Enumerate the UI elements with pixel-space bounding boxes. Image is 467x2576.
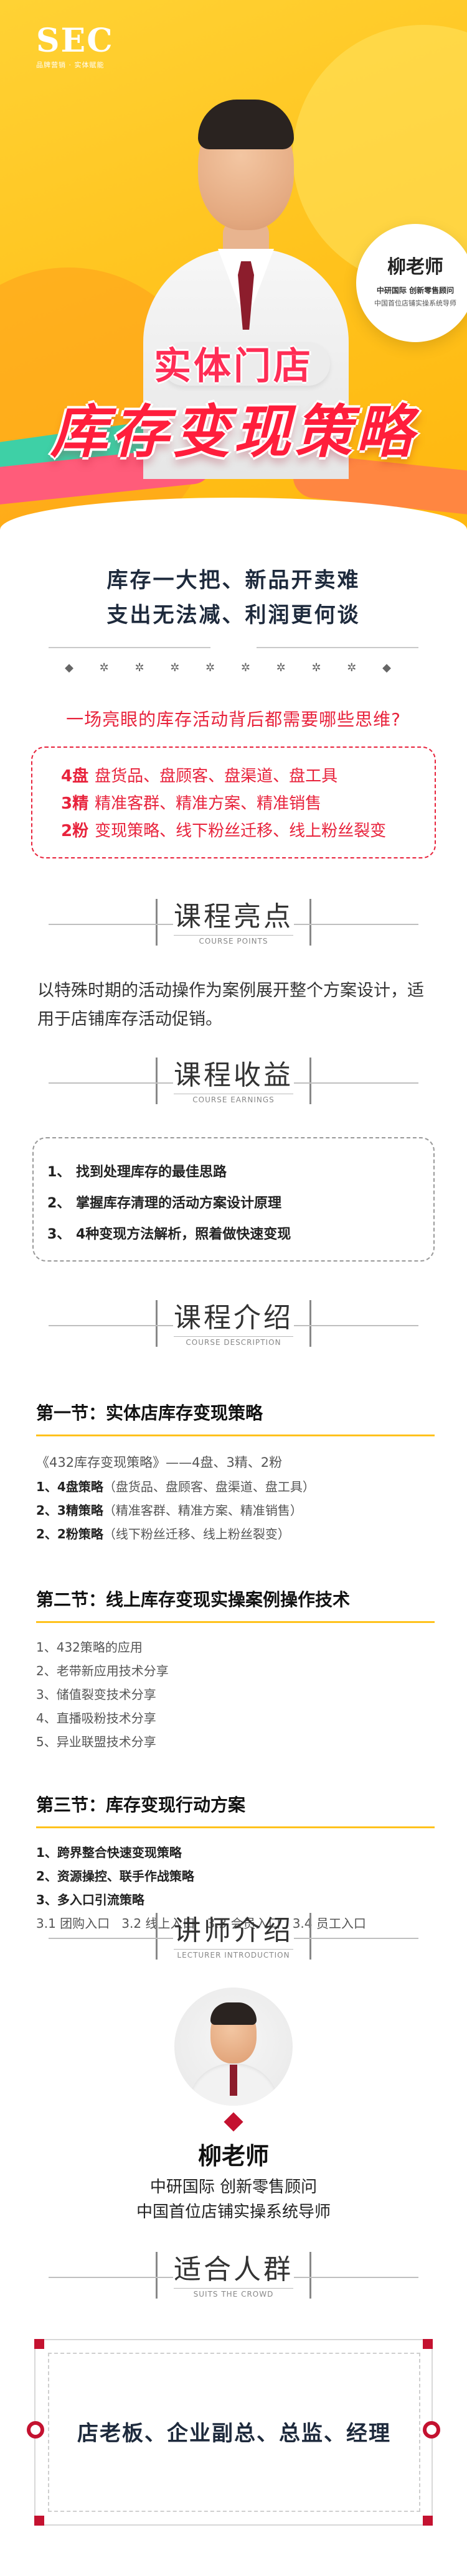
pillar-text: 精准客群、精准方案、精准销售 xyxy=(95,794,322,813)
section-subtitle: COURSE POINTS xyxy=(174,935,293,946)
course-section-1: 第一节：实体店库存变现策略 《432库存变现策略》——4盘、3精、2粉 1、4盘… xyxy=(36,1400,435,1546)
course-item: 2、2粉策略（线下粉丝迁移、线上粉丝裂变） xyxy=(36,1527,290,1541)
logo-tagline: 品牌营销 · 实体赋能 xyxy=(36,61,105,69)
question-text: 一场亮眼的库存活动背后都需要哪些思维? xyxy=(66,709,401,730)
section-subtitle: COURSE DESCRIPTION xyxy=(174,1336,293,1347)
teacher-badge: 柳老师 中研国际 创新零售顾问 中国首位店铺实操系统导师 xyxy=(356,224,467,342)
course-subtitle: 《432库存变现策略》——4盘、3精、2粉 xyxy=(36,1455,283,1470)
section-title: 课程收益 xyxy=(174,1059,293,1091)
divider xyxy=(257,647,418,648)
section-header-highlights: 课程亮点 COURSE POINTS xyxy=(0,899,467,946)
section-title: 适合人群 xyxy=(174,2254,293,2285)
course-item: 1、跨界整合快速变现策略 xyxy=(36,1845,182,1860)
section-header-description: 课程介绍 COURSE DESCRIPTION xyxy=(0,1300,467,1347)
section-header-lecturer: 讲师介绍 LECTURER INTRODUCTION xyxy=(0,1913,467,1960)
pillar-key: 4盘 xyxy=(61,767,89,786)
crowd-text: 店老板、企业副总、总监、经理 xyxy=(77,2421,391,2446)
course-item: 5、异业联盟技术分享 xyxy=(36,1734,156,1749)
section-header-crowd: 适合人群 SUITS THE CROWD xyxy=(0,2252,467,2299)
lecturer-title: 中研国际 创新零售顾问 xyxy=(149,2178,318,2197)
course-item: 3、储值裂变技术分享 xyxy=(36,1687,156,1702)
course-title: 第一节：实体店库存变现策略 xyxy=(36,1400,435,1436)
course-title: 第二节：线上库存变现实操案例操作技术 xyxy=(36,1586,435,1623)
course-item: 1、432策略的应用 xyxy=(36,1640,143,1655)
circle-icon xyxy=(27,2421,44,2439)
section-title: 讲师介绍 xyxy=(174,1915,293,1946)
hero-subtitle: 库存变现策略 xyxy=(50,399,417,465)
pillar-key: 2粉 xyxy=(61,822,89,840)
logo-mark: SEC xyxy=(36,22,114,60)
teacher-photo xyxy=(143,81,349,479)
circle-icon xyxy=(423,2421,440,2439)
course-title: 第三节：库存变现行动方案 xyxy=(36,1792,435,1828)
section-header-earnings: 课程收益 COURSE EARNINGS xyxy=(0,1058,467,1105)
pillar-row: 2粉变现策略、线下粉丝迁移、线上粉丝裂变 xyxy=(61,817,435,845)
earning-item: 2、掌握库存清理的活动方案设计原理 xyxy=(47,1196,282,1211)
pillar-row: 4盘盘货品、盘顾客、盘渠道、盘工具 xyxy=(61,763,435,790)
diamond-icon xyxy=(224,2112,243,2132)
section-subtitle: SUITS THE CROWD xyxy=(174,2288,293,2299)
section-title: 课程介绍 xyxy=(174,1302,293,1334)
brand-logo: SEC 品牌营销 · 实体赋能 xyxy=(36,25,114,70)
earning-item: 1、找到处理库存的最佳思路 xyxy=(47,1165,227,1180)
hero-title: 实体门店 xyxy=(154,345,313,388)
course-entries: 3.1 团购入口 3.2 线上入口 3.3 会员入口 3.4 员工入口 xyxy=(36,1916,366,1931)
slogan-line: 库存一大把、新品开卖难 xyxy=(106,568,361,593)
section-title: 课程亮点 xyxy=(174,901,293,932)
course-item: 3、多入口引流策略 xyxy=(36,1892,144,1907)
slogan-line: 支出无法减、利润更何谈 xyxy=(106,603,361,628)
earning-item: 3、4种变现方法解析，照着做快速变现 xyxy=(47,1227,291,1242)
pillar-text: 盘货品、盘顾客、盘渠道、盘工具 xyxy=(95,767,338,786)
teacher-desc: 中国首位店铺实操系统导师 xyxy=(374,299,456,307)
course-item: 4、直播吸粉技术分享 xyxy=(36,1711,156,1726)
section-subtitle: LECTURER INTRODUCTION xyxy=(174,1949,293,1960)
lecturer-avatar xyxy=(174,1988,293,2106)
earnings-box: 1、找到处理库存的最佳思路 2、掌握库存清理的活动方案设计原理 3、4种变现方法… xyxy=(32,1137,435,1262)
teacher-name: 柳老师 xyxy=(387,256,443,278)
lecturer-desc: 中国首位店铺实操系统导师 xyxy=(136,2203,331,2221)
pillar-row: 3精精准客群、精准方案、精准销售 xyxy=(61,790,435,817)
slogan: 库存一大把、新品开卖难 支出无法减、利润更何谈 xyxy=(0,563,467,633)
course-item: 1、4盘策略（盘货品、盘顾客、盘渠道、盘工具） xyxy=(36,1479,315,1494)
divider xyxy=(49,647,210,648)
decor-row: ◆ ✲ ✲ ✲ ✲ ✲ ✲ ✲ ✲ ◆ xyxy=(65,661,402,674)
pillar-key: 3精 xyxy=(61,794,89,813)
section-subtitle: COURSE EARNINGS xyxy=(174,1094,293,1104)
crowd-box: 店老板、企业副总、总监、经理 xyxy=(27,2339,440,2526)
course-section-2: 第二节：线上库存变现实操案例操作技术 1、432策略的应用 2、老带新应用技术分… xyxy=(36,1586,435,1754)
course-item: 2、3精策略（精准客群、精准方案、精准销售） xyxy=(36,1503,303,1518)
lecturer-name: 柳老师 xyxy=(197,2142,269,2170)
highlight-text: 以特殊时期的活动操作为案例展开整个方案设计，适用于店铺库存活动促销。 xyxy=(37,981,424,1029)
course-item: 2、老带新应用技术分享 xyxy=(36,1663,169,1678)
course-item: 2、资源操控、联手作战策略 xyxy=(36,1869,194,1884)
teacher-title: 中研国际 创新零售顾问 xyxy=(376,286,455,295)
hero-banner: SEC 品牌营销 · 实体赋能 柳老师 中研国际 创新零售顾问 中国首位店铺实操… xyxy=(0,0,467,536)
pillar-text: 变现策略、线下粉丝迁移、线上粉丝裂变 xyxy=(95,822,387,840)
pillars-box: 4盘盘货品、盘顾客、盘渠道、盘工具 3精精准客群、精准方案、精准销售 2粉变现策… xyxy=(31,746,436,858)
course-section-3: 第三节：库存变现行动方案 1、跨界整合快速变现策略 2、资源操控、联手作战策略 … xyxy=(36,1792,435,1935)
